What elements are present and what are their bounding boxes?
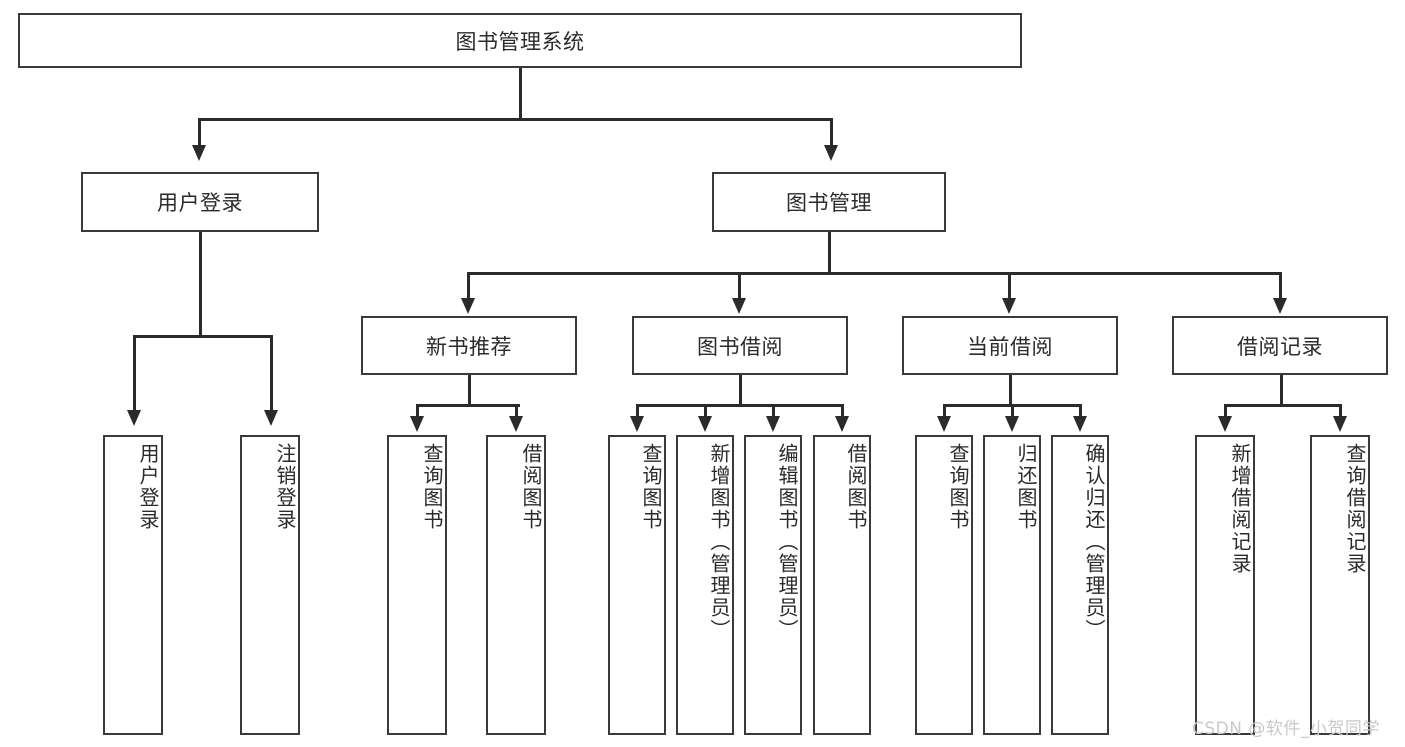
arrow-borrow-to-leaf-4 [835, 416, 849, 432]
connector-new-books-to-leaf-2 [515, 404, 518, 418]
node-label: 新书推荐 [426, 334, 512, 359]
node-label: 图书管理 [786, 191, 872, 215]
arrow-root-to-user-login [192, 145, 206, 161]
connector-borrow-to-leaf-2 [704, 404, 707, 418]
node-label: 借阅记录 [1237, 334, 1323, 359]
connector-user-login-trunk [199, 232, 202, 335]
arrow-book-mgmt-to-new-books [461, 298, 475, 314]
connector-current-trunk [1009, 375, 1012, 404]
connector-borrow-to-leaf-3 [772, 404, 775, 418]
arrow-user-login-to-leaf-1 [127, 410, 141, 426]
connector-borrow-to-leaf-1 [636, 404, 639, 418]
connector-borrow-trunk [739, 375, 742, 404]
arrow-user-login-to-leaf-2 [264, 410, 278, 426]
node-root-system[interactable]: 图书管理系统 [18, 13, 1022, 68]
connector-user-login-bus [133, 335, 272, 338]
leaf-label: 用户登录 [136, 443, 160, 531]
connector-book-mgmt-to-new-books [467, 272, 470, 299]
leaf-label: 编辑图书（管理员） [775, 443, 799, 641]
leaf-node-return-book[interactable]: 归还图书 [983, 435, 1041, 735]
connector-new-books-to-leaf-1 [416, 404, 419, 418]
leaf-node-query-borrow-record[interactable]: 查询借阅记录 [1310, 435, 1370, 735]
connector-new-books-bus [416, 404, 520, 407]
arrow-current-to-leaf-2 [1005, 416, 1019, 432]
connector-current-to-leaf-2 [1011, 404, 1014, 418]
arrow-records-to-leaf-2 [1333, 416, 1347, 432]
connector-current-to-leaf-1 [943, 404, 946, 418]
connector-book-mgmt-to-borrow [738, 272, 741, 299]
connector-book-mgmt-trunk [828, 232, 831, 272]
connector-records-trunk [1280, 375, 1283, 404]
arrow-borrow-to-leaf-3 [766, 416, 780, 432]
connector-borrow-to-leaf-4 [841, 404, 844, 418]
leaf-label: 确认归还（管理员） [1082, 443, 1106, 641]
connector-root-to-book-mgmt [830, 118, 833, 146]
node-label: 图书借阅 [697, 334, 783, 359]
leaf-label: 查询图书 [639, 443, 663, 531]
connector-root-trunk [519, 68, 522, 118]
node-book-management[interactable]: 图书管理 [712, 172, 946, 232]
leaf-node-query-book-borrow[interactable]: 查询图书 [608, 435, 666, 735]
leaf-node-user-login[interactable]: 用户登录 [103, 435, 163, 735]
leaf-node-borrow-book-recommend[interactable]: 借阅图书 [486, 435, 546, 735]
connector-user-login-to-leaf-2 [270, 335, 273, 411]
leaf-label: 借阅图书 [519, 443, 543, 531]
arrow-current-to-leaf-1 [937, 416, 951, 432]
arrow-book-mgmt-to-borrow [732, 298, 746, 314]
leaf-label: 新增借阅记录 [1228, 443, 1252, 575]
node-user-login[interactable]: 用户登录 [81, 172, 319, 232]
connector-records-to-leaf-2 [1339, 404, 1342, 418]
arrow-borrow-to-leaf-2 [698, 416, 712, 432]
node-label: 当前借阅 [967, 334, 1053, 359]
arrow-book-mgmt-to-records [1273, 298, 1287, 314]
connector-book-mgmt-bus [467, 272, 1282, 275]
arrow-root-to-book-mgmt [824, 145, 838, 161]
csdn-watermark: CSDN @软件_小贺同学 [1192, 719, 1380, 739]
leaf-label: 新增图书（管理员） [707, 443, 731, 641]
leaf-node-edit-book-admin[interactable]: 编辑图书（管理员） [744, 435, 802, 735]
leaf-label: 注销登录 [273, 443, 297, 531]
node-book-borrow[interactable]: 图书借阅 [632, 316, 848, 375]
leaf-node-query-book-recommend[interactable]: 查询图书 [387, 435, 447, 735]
leaf-label: 查询借阅记录 [1343, 443, 1367, 575]
leaf-node-query-book-current[interactable]: 查询图书 [915, 435, 973, 735]
connector-root-to-user-login [198, 118, 201, 146]
arrow-book-mgmt-to-current [1002, 298, 1016, 314]
leaf-label: 借阅图书 [844, 443, 868, 531]
leaf-label: 归还图书 [1014, 443, 1038, 531]
connector-records-to-leaf-1 [1224, 404, 1227, 418]
node-current-borrow[interactable]: 当前借阅 [902, 316, 1118, 375]
leaf-node-confirm-return-admin[interactable]: 确认归还（管理员） [1051, 435, 1109, 735]
arrow-current-to-leaf-3 [1073, 416, 1087, 432]
arrow-records-to-leaf-1 [1218, 416, 1232, 432]
connector-current-to-leaf-3 [1079, 404, 1082, 418]
arrow-new-books-to-leaf-2 [509, 416, 523, 432]
leaf-node-borrow-book[interactable]: 借阅图书 [813, 435, 871, 735]
node-label: 用户登录 [157, 191, 243, 215]
node-borrow-records[interactable]: 借阅记录 [1172, 316, 1388, 375]
connector-root-bus [198, 118, 832, 121]
connector-new-books-trunk [468, 375, 471, 404]
connector-user-login-to-leaf-1 [133, 335, 136, 411]
connector-records-bus [1224, 404, 1341, 407]
arrow-borrow-to-leaf-1 [630, 416, 644, 432]
leaf-node-logout[interactable]: 注销登录 [240, 435, 300, 735]
connector-book-mgmt-to-records [1279, 272, 1282, 299]
leaf-node-add-book-admin[interactable]: 新增图书（管理员） [676, 435, 734, 735]
leaf-label: 查询图书 [946, 443, 970, 531]
leaf-node-add-borrow-record[interactable]: 新增借阅记录 [1195, 435, 1255, 735]
leaf-label: 查询图书 [420, 443, 444, 531]
node-new-book-recommend[interactable]: 新书推荐 [361, 316, 577, 375]
connector-borrow-bus [636, 404, 842, 407]
node-label: 图书管理系统 [455, 29, 585, 54]
connector-book-mgmt-to-current [1008, 272, 1011, 299]
arrow-new-books-to-leaf-1 [410, 416, 424, 432]
